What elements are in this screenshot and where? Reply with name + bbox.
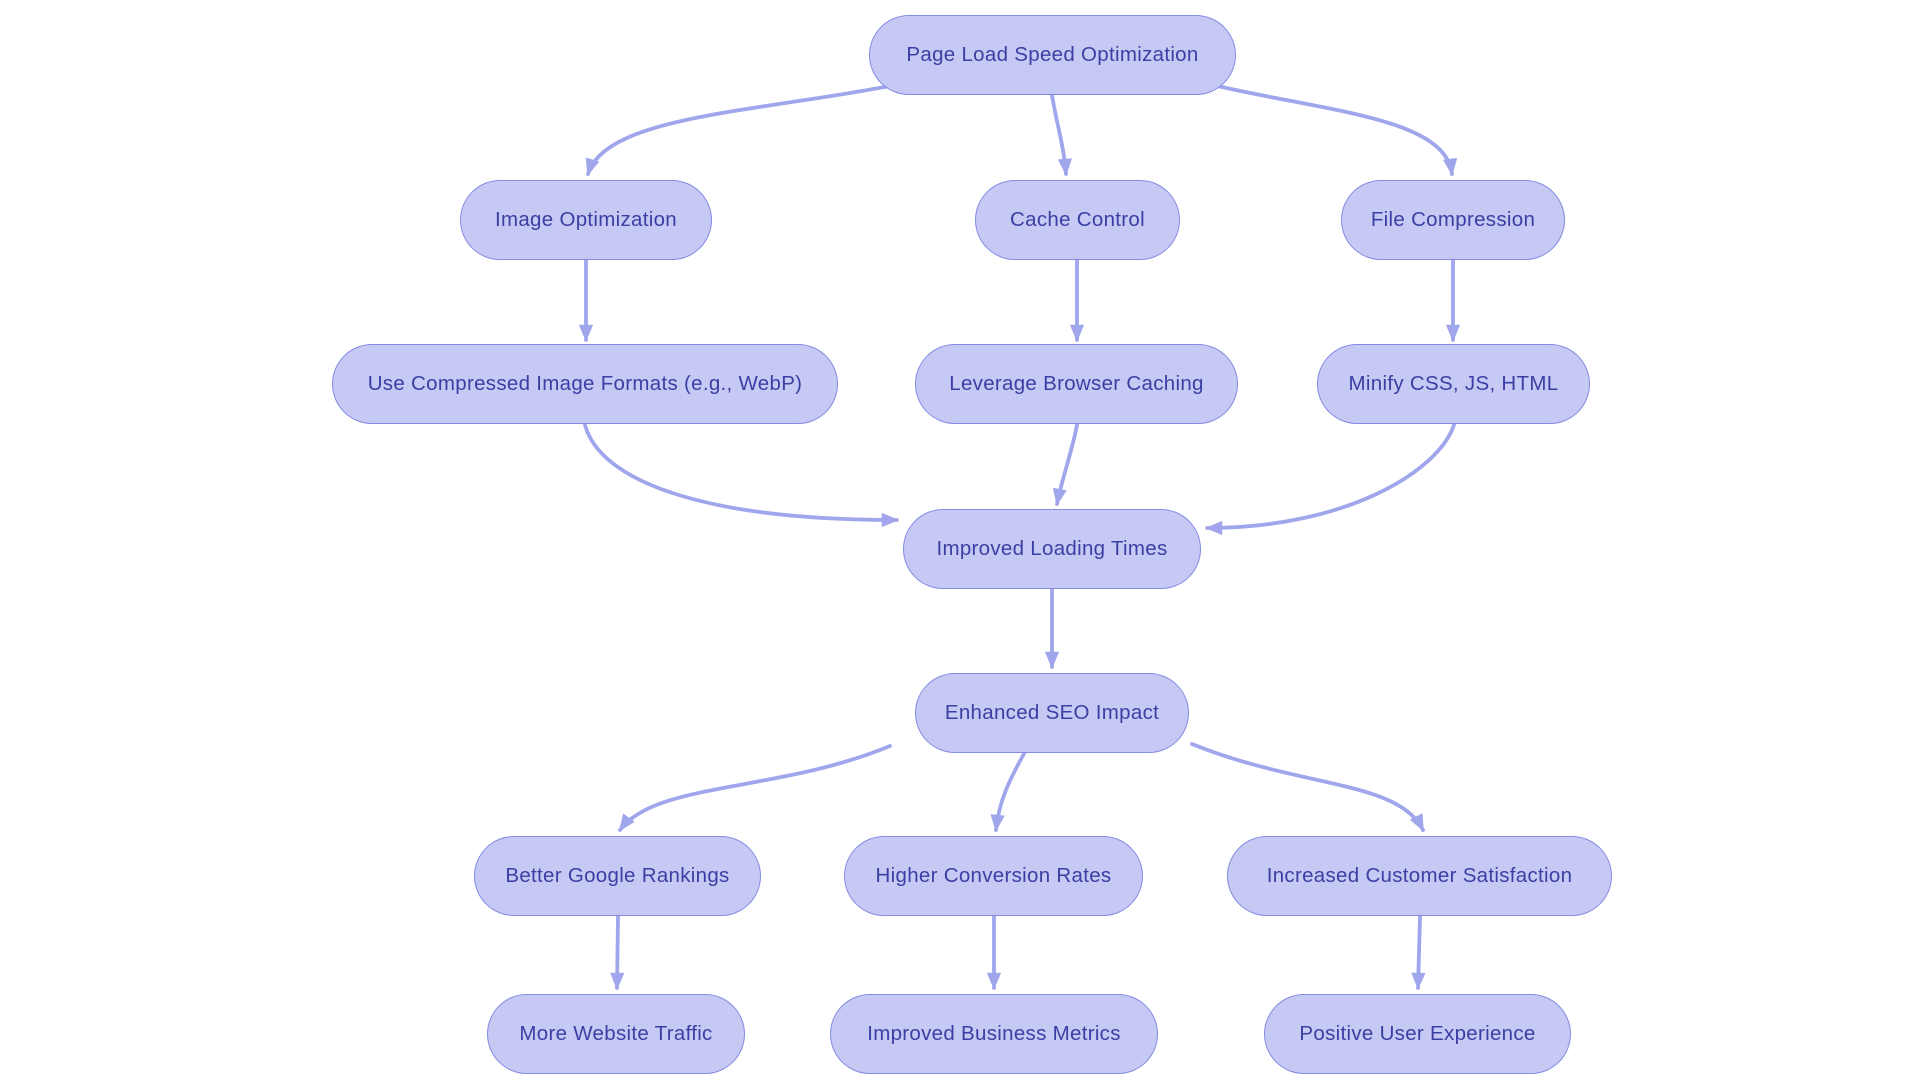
node-customer-satisfaction: Increased Customer Satisfaction xyxy=(1227,836,1612,916)
edge-google-rankings-to-website-traffic xyxy=(610,915,625,990)
edge-root-to-file-compression xyxy=(1211,83,1458,176)
edge-use-webp-to-improved-loading xyxy=(583,423,899,528)
edge-customer-satisfaction-to-user-experience xyxy=(1411,915,1426,990)
node-cache-control: Cache Control xyxy=(975,180,1180,260)
edge-root-to-image-optimization xyxy=(585,84,892,176)
node-label: Page Load Speed Optimization xyxy=(906,43,1199,66)
node-conversion-rates: Higher Conversion Rates xyxy=(844,836,1143,916)
node-label: Positive User Experience xyxy=(1299,1022,1536,1045)
node-label: Improved Loading Times xyxy=(936,537,1168,560)
node-label: Improved Business Metrics xyxy=(867,1022,1121,1045)
node-image-optimization: Image Optimization xyxy=(460,180,712,260)
node-user-experience: Positive User Experience xyxy=(1264,994,1571,1074)
node-seo-impact: Enhanced SEO Impact xyxy=(915,673,1189,753)
node-label: Higher Conversion Rates xyxy=(875,864,1112,887)
edge-seo-impact-to-conversion-rates xyxy=(990,750,1027,832)
node-label: Cache Control xyxy=(1010,208,1145,231)
node-use-webp: Use Compressed Image Formats (e.g., WebP… xyxy=(332,344,838,424)
node-label: Use Compressed Image Formats (e.g., WebP… xyxy=(367,372,803,395)
node-label: Enhanced SEO Impact xyxy=(944,701,1160,724)
edge-seo-impact-to-customer-satisfaction xyxy=(1190,742,1425,832)
node-label: More Website Traffic xyxy=(519,1022,713,1045)
node-label: Image Optimization xyxy=(494,208,677,231)
node-file-compression: File Compression xyxy=(1341,180,1565,260)
node-label: Better Google Rankings xyxy=(505,864,730,887)
node-root: Page Load Speed Optimization xyxy=(869,15,1236,95)
node-minify: Minify CSS, JS, HTML xyxy=(1317,344,1590,424)
edge-seo-impact-to-google-rankings xyxy=(618,744,892,832)
node-website-traffic: More Website Traffic xyxy=(487,994,745,1074)
edge-minify-to-improved-loading xyxy=(1205,423,1456,536)
edge-browser-caching-to-improved-loading xyxy=(1052,423,1079,506)
node-business-metrics: Improved Business Metrics xyxy=(830,994,1158,1074)
node-improved-loading: Improved Loading Times xyxy=(903,509,1201,589)
node-label: Increased Customer Satisfaction xyxy=(1266,864,1573,887)
edge-root-to-cache-control xyxy=(1050,93,1073,176)
node-browser-caching: Leverage Browser Caching xyxy=(915,344,1238,424)
node-label: File Compression xyxy=(1370,208,1536,231)
node-label: Minify CSS, JS, HTML xyxy=(1348,372,1559,395)
node-google-rankings: Better Google Rankings xyxy=(474,836,761,916)
node-label: Leverage Browser Caching xyxy=(949,372,1204,395)
